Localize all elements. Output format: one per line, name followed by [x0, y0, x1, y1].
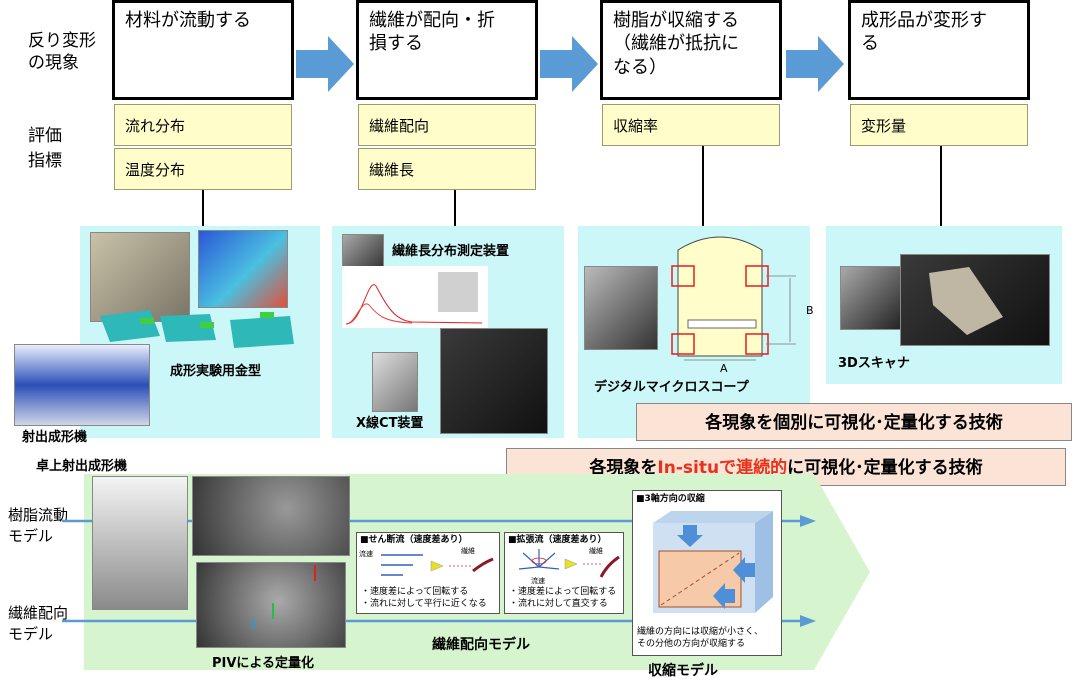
caption-microscope: デジタルマイクロスコープ	[594, 380, 749, 395]
extensional-flow-speed-label: 流速	[531, 577, 545, 585]
piv-flow-image-top	[192, 476, 350, 556]
phenomenon-box-deform: 成形品が変形す る	[848, 0, 1030, 100]
xct-scan-images	[440, 328, 548, 434]
caption-3d-scanner: 3Dスキャナ	[838, 356, 910, 371]
extensional-flow-note: ・速度差によって回転する ・流れに対して直交する	[509, 587, 617, 609]
fiber-length-graph	[342, 266, 488, 328]
banner-individual-visualization: 各現象を個別に可視化･定量化する技術	[636, 403, 1072, 441]
shrinkage-model-box: ■3軸方向の収縮 繊維の方向には収縮が小さく、 その分他の方向が収縮する	[632, 490, 782, 656]
phenomenon-box-fiber: 繊維が配向・折 損する	[356, 0, 538, 100]
caption-piv: PIVによる定量化	[212, 656, 315, 671]
metric-deformation: 変形量	[850, 104, 1028, 146]
shear-flow-speed-label: 流速	[359, 550, 373, 558]
panel-deformation: 3Dスキャナ	[826, 226, 1062, 384]
piv-vector-markers	[252, 565, 316, 629]
panel-shrinkage: B A デジタルマイクロスコープ	[578, 226, 814, 438]
flow-simulation-image	[198, 230, 288, 308]
extensional-flow-diagram	[518, 549, 620, 578]
caption-xct: X線CT装置	[356, 416, 424, 431]
shear-flow-note: ・速度差によって回転する ・流れに対して平行に近くなる	[361, 587, 487, 609]
extensional-flow-title: ■拡張流（速度差あり）	[508, 535, 607, 545]
caption-shrinkage-model: 収縮モデル	[648, 663, 718, 679]
connector-line-2	[454, 190, 456, 226]
3d-scan-screen	[900, 254, 1050, 346]
shear-flow-box: ■せん断流（速度差あり） 流速 繊維 ・速度差によって回転する ・流れに対して平…	[356, 532, 500, 614]
microscope-photo	[584, 266, 658, 350]
shrinkage-specimen-diagram	[671, 236, 796, 361]
shear-flow-diagram	[381, 554, 494, 576]
shrinkage-cube-diagram	[653, 511, 773, 613]
metric-flow-distribution: 流れ分布	[114, 104, 292, 146]
phenomenon-row-label: 反り変形 の現象	[28, 31, 96, 74]
metric-shrinkage: 収縮率	[602, 104, 780, 146]
scan-part-shape	[929, 267, 1003, 335]
caption-fiber-length-device: 繊維長分布測定装置	[392, 244, 510, 259]
extensional-fiber-label: 繊維	[589, 547, 603, 555]
dimension-a-label: A	[720, 362, 728, 375]
mold-photo	[90, 232, 190, 322]
caption-injection-machine: 射出成形機	[22, 430, 88, 445]
metric-row-label: 評価 指標	[28, 126, 62, 171]
caption-tabletop-machine: 卓上射出成形機	[36, 459, 128, 474]
shear-flow-title: ■せん断流（速度差あり）	[360, 535, 468, 545]
phenomenon-box-flow: 材料が流動する	[112, 0, 294, 100]
flow-arrow-2	[540, 36, 598, 92]
piv-flow-image-bottom	[196, 562, 346, 648]
shrinkage-model-note: 繊維の方向には収縮が小さく、 その分他の方向が収縮する	[637, 627, 764, 649]
metric-fiber-orientation: 繊維配向	[358, 104, 536, 146]
shrinkage-model-title: ■3軸方向の収縮	[636, 494, 705, 504]
banner-insitu-suffix: に可視化･定量化する技術	[787, 458, 983, 478]
connector-line-3	[702, 146, 704, 226]
mold-cad-drawing	[100, 310, 294, 348]
flow-arrow-3	[786, 36, 844, 92]
metric-fiber-length: 繊維長	[358, 148, 536, 190]
banner-insitu-highlight: In-situで連続的	[657, 458, 788, 478]
connector-line-1	[202, 190, 204, 226]
3d-scanner-photo	[840, 266, 902, 330]
caption-mold: 成形実験用金型	[170, 364, 262, 379]
flow-arrow-1	[296, 36, 354, 92]
metric-temperature-distribution: 温度分布	[114, 148, 292, 190]
dimension-b-label: B	[806, 304, 814, 317]
shear-fiber-label: 繊維	[461, 547, 475, 555]
fiber-orientation-model-label: 繊維配向 モデル	[8, 604, 69, 643]
injection-machine-photo	[14, 344, 150, 426]
phenomenon-box-shrink: 樹脂が収縮する （繊維が抵抗に なる）	[600, 0, 782, 100]
connector-line-4	[940, 146, 942, 226]
fiber-length-device-photo	[342, 234, 384, 270]
panel-fiber: 繊維長分布測定装置 X線CT装置	[332, 226, 564, 438]
banner-insitu-prefix: 各現象を	[589, 458, 658, 478]
tabletop-machine-photo	[92, 476, 188, 610]
extensional-flow-box: ■拡張流（速度差あり） 流速 繊維 ・速度差によって回転する ・流れに対して直交…	[504, 532, 624, 614]
resin-flow-model-label: 樹脂流動 モデル	[8, 506, 69, 545]
caption-fiber-orientation-model: 繊維配向モデル	[432, 637, 530, 653]
xct-device-photo	[372, 352, 418, 412]
